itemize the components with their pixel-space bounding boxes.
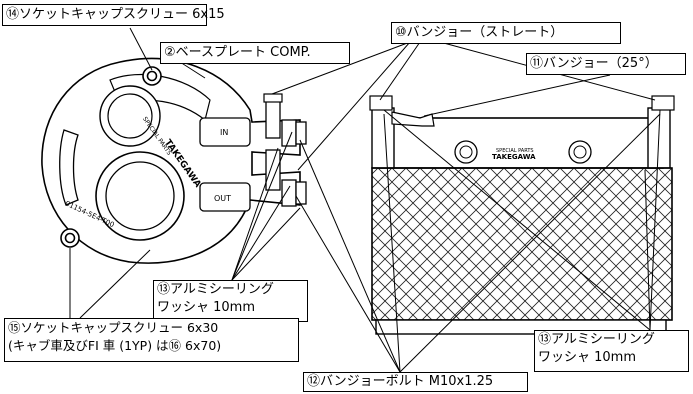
callout-banjo-bolt-m10: ⑫バンジョーボルト M10x1.25 xyxy=(303,372,528,392)
cooler-brand-text-2: TAKEGAWA xyxy=(492,153,536,161)
cooler-brand-text-1: SPECIAL PARTS xyxy=(496,148,534,154)
base-plate-drawing xyxy=(41,57,307,264)
callout-screw-6x30-line1: ⑮ソケットキャップスクリュー 6x30 xyxy=(8,320,219,335)
callout-alu-right-line1: ⑬アルミシーリング xyxy=(538,332,655,347)
port-out-label: OUT xyxy=(214,194,231,203)
callout-banjo-25deg: ⑪バンジョー（25°） xyxy=(526,53,686,75)
callout-alu-sealing-washer-left: ⑬アルミシーリング ワッシャ 10mm xyxy=(153,280,308,322)
callout-alu-left-line2: ワッシャ 10mm xyxy=(157,300,256,315)
callout-screw-6x30-line2: (キャブ車及びFI 車 (1YP) は⑯ 6x70) xyxy=(8,338,222,353)
callout-socket-cap-screw-6x15: ⑭ソケットキャップスクリュー 6x15 xyxy=(2,4,225,26)
callout-alu-sealing-washer-right: ⑬アルミシーリング ワッシャ 10mm xyxy=(534,330,689,372)
callout-socket-cap-screw-6x30: ⑮ソケットキャップスクリュー 6x30 (キャブ車及びFI 車 (1YP) は⑯… xyxy=(4,318,299,362)
oil-cooler-drawing xyxy=(369,95,675,335)
port-in-label: IN xyxy=(220,128,228,137)
callout-base-plate-comp: ②ベースプレート COMP. xyxy=(160,42,350,64)
callout-alu-left-line1: ⑬アルミシーリング xyxy=(157,282,274,297)
callout-banjo-straight: ⑩バンジョー（ストレート） xyxy=(391,22,621,44)
callout-alu-right-line2: ワッシャ 10mm xyxy=(538,350,637,365)
